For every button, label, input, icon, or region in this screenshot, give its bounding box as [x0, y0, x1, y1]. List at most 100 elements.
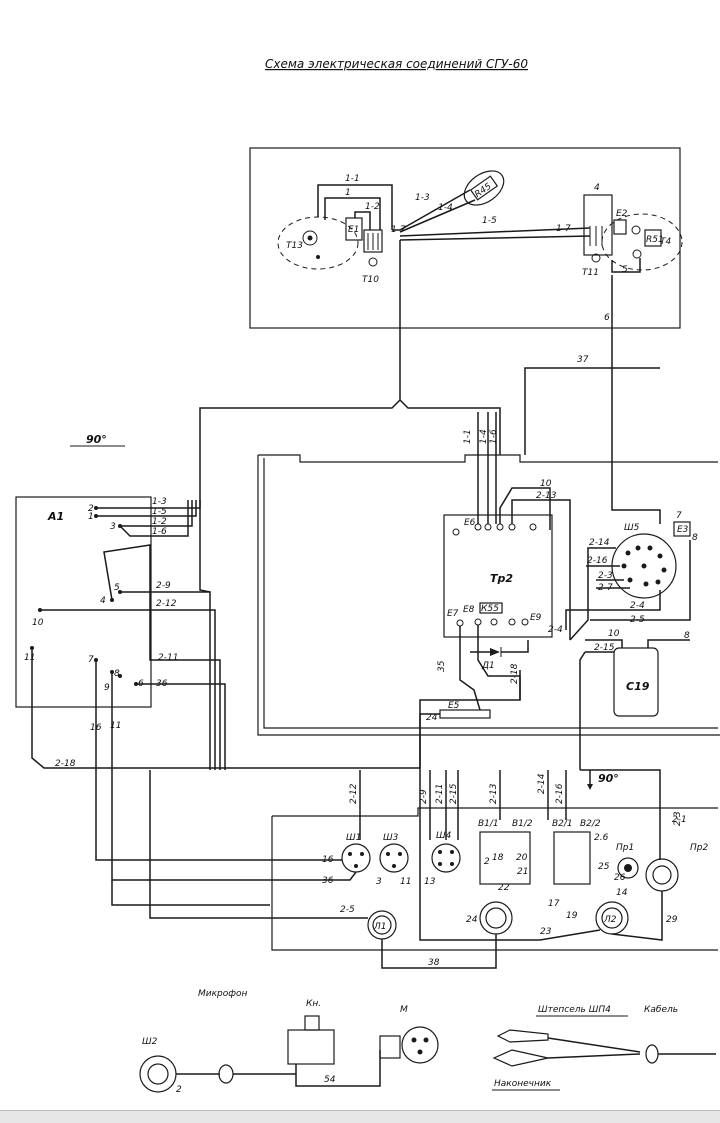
wire-label: 2-9 — [156, 581, 171, 591]
pin-label: 3 — [110, 522, 116, 532]
tip-nakonechnik — [492, 1049, 549, 1067]
wire-label: 35 — [437, 660, 447, 672]
wire-label: 16 — [90, 723, 102, 733]
wire-label: 10 — [608, 629, 620, 639]
wire-label: 2-7 — [598, 583, 613, 593]
label-b2-2: В2/2 — [580, 819, 601, 829]
wire-label: 21 — [517, 867, 528, 877]
wire-label: 2-15 — [449, 783, 459, 804]
pin-label: 5 — [114, 583, 120, 593]
pin-label: 10 — [32, 618, 44, 628]
wire-label: 20 — [516, 853, 528, 863]
wire-label: 2-11 — [435, 784, 445, 804]
connector-sh3 — [379, 843, 409, 873]
wire-label: 38 — [428, 958, 440, 968]
label-t13: Т13 — [286, 241, 303, 251]
label-r51: R51 — [646, 235, 664, 245]
terminal-t13 — [302, 230, 318, 246]
connector-sh2 — [139, 1055, 177, 1093]
wire-label: 3 — [376, 877, 382, 887]
wire-label: 14 — [616, 888, 628, 898]
label-t11: Т11 — [582, 268, 599, 278]
label-sh1: Ш1 — [346, 833, 361, 843]
wire-label: 2-11 — [158, 653, 178, 663]
label-t10: Т10 — [362, 275, 379, 285]
label-tr2: Тр2 — [490, 572, 513, 585]
wire-label: 2.6 — [594, 833, 609, 843]
caption-cable: Кабель — [644, 1005, 678, 1015]
top-enclosure — [249, 147, 681, 329]
wire-label: 1-4 — [438, 203, 453, 213]
wire-label: 17 — [548, 899, 560, 909]
label-e2: E2 — [616, 209, 628, 219]
wire-label: 18 — [492, 853, 504, 863]
pin-label: 7 — [88, 655, 94, 665]
pin-label: 1 — [88, 512, 94, 522]
microphone-m — [401, 1026, 439, 1064]
wire-label: 2 — [484, 857, 490, 867]
label-sh4: Ш4 — [436, 831, 452, 841]
label-e6: E6 — [464, 518, 476, 528]
wire-label: 13 — [424, 877, 436, 887]
label-e3: E3 — [677, 525, 689, 535]
wire-label: 4 — [594, 183, 600, 193]
wire-label: 54 — [324, 1075, 336, 1085]
wire-label: 2-18 — [510, 663, 520, 684]
label-sh5: Ш5 — [624, 523, 640, 533]
wire-label: 8 — [684, 631, 690, 641]
wire-label: 25 — [598, 862, 610, 872]
wire-label: 7 — [676, 511, 682, 521]
wire-37 — [524, 367, 660, 455]
wire-label: 11 — [400, 877, 411, 887]
wire-label: 2-5 — [340, 905, 355, 915]
wire-label: 1-1 — [345, 174, 360, 184]
wire-1-1 — [317, 184, 393, 230]
wire-label: 24 — [426, 713, 438, 723]
resistor-k55 — [479, 602, 503, 614]
wire-label: 1-6 — [152, 527, 167, 537]
switch-b1 — [479, 831, 531, 885]
block-r6 — [363, 229, 383, 253]
wire-label: 24 — [466, 915, 478, 925]
wire-label: 2-15 — [594, 643, 615, 653]
wire-label: 2-12 — [156, 599, 177, 609]
label-kn: Кн. — [306, 999, 321, 1009]
block-e1 — [345, 217, 363, 241]
label-t4: Т4 — [660, 237, 671, 247]
label-b1-1: В1/1 — [478, 819, 499, 829]
label-sh3: Ш3 — [383, 833, 399, 843]
cable-ring-left — [218, 1064, 234, 1084]
wire-label: 1-4 — [479, 429, 489, 444]
wire-label: 23 — [540, 927, 552, 937]
label-k55: К55 — [481, 604, 499, 614]
fuse-pr1 — [617, 857, 639, 879]
diagram-title: Схема электрическая соединений СГУ-60 — [265, 57, 528, 71]
pin-label: 4 — [100, 596, 106, 606]
wire-label: 8 — [692, 533, 698, 543]
label-e9: E9 — [530, 613, 542, 623]
wire-label: 10 — [540, 479, 552, 489]
plug-shp4 — [496, 1029, 549, 1043]
wire-label: 2-18 — [55, 759, 76, 769]
diode-d1 — [490, 648, 500, 656]
lower-panel — [271, 816, 718, 951]
caption-plug: Штепсель ШП4 — [538, 1005, 611, 1015]
wire-label: 2-4 — [548, 625, 563, 635]
label-e1: E1 — [348, 225, 359, 235]
button-kn — [287, 1029, 335, 1065]
lamp-24 — [479, 901, 513, 935]
viewer-bottom-bar — [0, 1110, 720, 1123]
block-t11 — [583, 194, 613, 256]
wire-label: 1-7 — [391, 225, 406, 235]
block-e3 — [673, 521, 691, 537]
pin-label: 11 — [24, 653, 35, 663]
wire-label: 2-9 — [419, 789, 429, 804]
label-m: М — [400, 1005, 408, 1015]
label-r45: R45 — [473, 182, 493, 201]
wire-label: 1-5 — [152, 507, 167, 517]
wire-label: 2-14 — [537, 773, 547, 794]
wire-label: 22 — [498, 883, 510, 893]
wire-label: 2 — [176, 1085, 182, 1095]
wire-label: 1-5 — [482, 216, 497, 226]
